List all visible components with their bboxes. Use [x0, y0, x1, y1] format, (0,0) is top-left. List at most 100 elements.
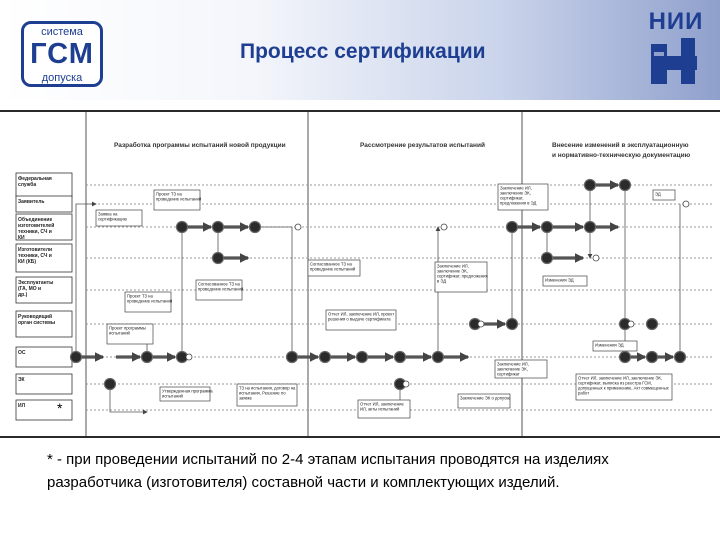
- document-box-label: Заключение ИЛ,заключение ЭК,сертификат,п…: [500, 186, 537, 206]
- lane-label: Заявитель: [18, 199, 44, 205]
- connector-line: [109, 384, 148, 415]
- nii-logo: НИИ: [641, 8, 711, 94]
- document-box-label: ЭД: [655, 192, 661, 197]
- activity-node: [103, 377, 117, 391]
- document-box: [325, 309, 397, 331]
- phase-header-3: Внесение изменений в эксплуатационную и …: [552, 141, 691, 159]
- document-box: [236, 383, 298, 407]
- document-box: [106, 323, 154, 345]
- document-box-label: Изменения ЭД: [545, 278, 574, 283]
- activity-node: [673, 350, 687, 364]
- lane-label: ОС: [18, 350, 26, 356]
- document-box-label: Отчет ИЛ, заключение ИЛ, заключение ЭК,с…: [578, 376, 670, 396]
- activity-node: [248, 220, 262, 234]
- activity-node: [211, 220, 225, 234]
- junction-node: [592, 254, 600, 262]
- asterisk-mark: *: [57, 400, 63, 416]
- lane-label-box: [15, 172, 73, 198]
- document-box: [497, 183, 549, 211]
- document-box: [434, 261, 488, 293]
- document-box-label: Заключение ИЛ,заключение ЭК,сертификат: [497, 362, 529, 377]
- lane-label-box: [15, 310, 73, 338]
- gsm-logo: система ГСМ допуска: [21, 21, 103, 87]
- diagram-canvas: Разработка программы испытаний новой про…: [0, 112, 712, 436]
- activity-node: [505, 317, 519, 331]
- process-diagram: Разработка программы испытаний новой про…: [0, 110, 720, 438]
- activity-node: [318, 350, 332, 364]
- phase-header-2: Рассмотрение результатов испытаний: [360, 141, 485, 149]
- lane-label: ИЛ: [18, 403, 26, 409]
- logo-line-top: система: [41, 26, 83, 38]
- document-box: [652, 189, 676, 201]
- lane-label-box: [15, 195, 73, 213]
- document-box: [124, 291, 172, 313]
- junction-node: [627, 320, 635, 328]
- activity-node: [175, 220, 189, 234]
- nii-logo-text: НИИ: [648, 8, 704, 35]
- lane-label-box: [15, 243, 73, 273]
- document-box: [153, 189, 201, 211]
- document-box: [457, 393, 511, 409]
- activity-node: [211, 251, 225, 265]
- junction-node: [294, 223, 302, 231]
- document-box: [195, 279, 243, 301]
- document-box: [575, 373, 673, 401]
- logo-line-bottom: допуска: [41, 72, 83, 84]
- activity-node: [285, 350, 299, 364]
- page-title: Процесс сертификации: [240, 40, 486, 63]
- lane-label: ЭК: [18, 377, 26, 383]
- activity-node: [540, 220, 554, 234]
- document-box: [95, 209, 143, 227]
- phase-header-1: Разработка программы испытаний новой про…: [114, 141, 286, 149]
- activity-node: [645, 317, 659, 331]
- lane-label-box: [15, 276, 73, 304]
- activity-node: [431, 350, 445, 364]
- activity-node: [645, 350, 659, 364]
- connector-line: [255, 226, 295, 358]
- junction-node: [185, 353, 193, 361]
- connector-line: [75, 201, 97, 357]
- activity-node: [505, 220, 519, 234]
- logo-line-main: ГСМ: [30, 38, 94, 70]
- activity-node: [540, 251, 554, 265]
- document-box-label: Заключение ИЛ,заключение ЭК,сертификат, …: [437, 264, 488, 284]
- document-box-label: Заключение ЭК о допуске: [460, 396, 511, 401]
- nii-emblem-icon: [651, 38, 697, 84]
- activity-node: [69, 350, 83, 364]
- activity-node: [618, 350, 632, 364]
- lane-label-box: [15, 373, 73, 395]
- document-box: [494, 359, 548, 379]
- document-box: [159, 386, 211, 402]
- activity-node: [355, 350, 369, 364]
- activity-node: [583, 178, 597, 192]
- lane-label-box: [15, 399, 73, 421]
- document-box: [542, 275, 588, 287]
- activity-node: [583, 220, 597, 234]
- activity-node: [393, 350, 407, 364]
- activity-nodes: [69, 178, 690, 391]
- footnote-text: * - при проведении испытаний по 2-4 этап…: [47, 451, 609, 491]
- junction-node: [440, 223, 448, 231]
- document-box-label: Изменения ЭД: [595, 343, 624, 348]
- activity-node: [140, 350, 154, 364]
- document-box: [307, 259, 361, 277]
- junction-node: [402, 380, 410, 388]
- activity-node: [618, 178, 632, 192]
- header-banner: [0, 0, 720, 100]
